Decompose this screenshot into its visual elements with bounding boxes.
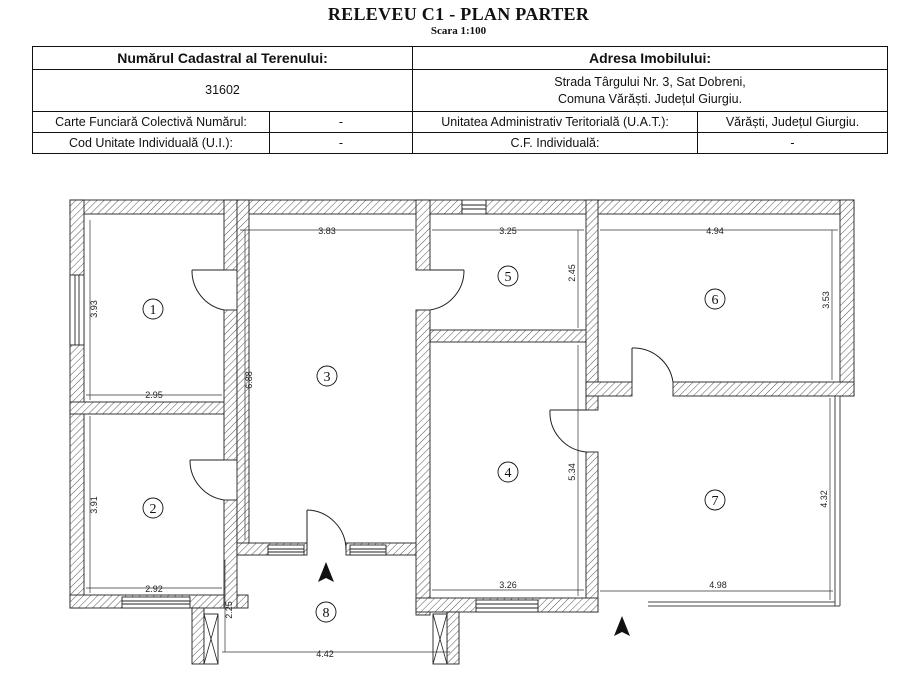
room-8-number: 8 (323, 606, 330, 621)
window-bottom-room-4 (475, 599, 539, 613)
wall-v-a-top (223, 199, 238, 271)
uat-value: Vărăști, Județul Giurgiu. (697, 111, 889, 133)
room-1-circle (142, 298, 164, 320)
entrance-arrow-icon (318, 562, 334, 582)
room-6-number: 6 (712, 293, 719, 308)
dim-room-4-width: 3.26 (499, 580, 517, 590)
dim-room-3-width: 3.83 (318, 226, 336, 236)
dim-room-1-width: 2.95 (145, 390, 163, 400)
room-5-circle (497, 265, 519, 287)
dim-room-6-width: 4.94 (706, 226, 724, 236)
cadastral-info-table: Numărul Cadastral al Terenului: Adresa I… (31, 46, 889, 154)
room-4-number: 4 (505, 466, 512, 481)
door-room-4 (549, 409, 587, 453)
ui-code-value: - (268, 132, 414, 154)
wall-v-a-mid (223, 309, 238, 461)
room-3-circle (316, 365, 338, 387)
room-7-number: 7 (712, 494, 719, 509)
wall-8-left (191, 607, 205, 665)
door-room-1 (191, 269, 225, 311)
door-room-6-7 (631, 347, 674, 383)
room-7-terrace-edge (648, 396, 841, 607)
dim-room-2-width: 2.92 (145, 584, 163, 594)
room-2-circle (142, 497, 164, 519)
wall-6-bottom-left (585, 381, 633, 397)
wall-5-bottom (429, 329, 599, 343)
dim-room-7-height: 4.32 (819, 490, 829, 508)
wall-v-a-bottom (223, 499, 238, 609)
wall-8-right (446, 611, 460, 665)
dim-room-8-height: 2.25 (224, 601, 234, 619)
plan-title: RELEVEU C1 - PLAN PARTER (327, 4, 590, 24)
room-2-number: 2 (150, 502, 157, 517)
address-value: Strada Târgului Nr. 3, Sat Dobreni, Comun… (412, 69, 889, 112)
room-4-circle (497, 461, 519, 483)
dim-room-3-height: 6.88 (244, 371, 254, 389)
doors (189, 269, 674, 551)
window-8-crosses (203, 613, 448, 665)
room-7-circle (704, 489, 726, 511)
room-1-number: 1 (150, 303, 157, 318)
wall-1-2-divider (69, 401, 239, 415)
wall-v-c-top (415, 199, 431, 271)
cf-individuala-value: - (697, 132, 889, 154)
wall-6-bottom-right (672, 381, 855, 397)
dim-room-4-height: 5.34 (567, 463, 577, 481)
wall-top-right (485, 199, 855, 215)
dimension-lines (86, 220, 838, 653)
wall-v-d-bottom (585, 451, 599, 613)
door-room-5 (429, 269, 465, 311)
window-bottom-room-2 (121, 596, 191, 609)
wall-top-left (69, 199, 463, 215)
dim-room-8-width: 4.42 (316, 649, 334, 659)
dim-room-1-height: 3.93 (89, 300, 99, 318)
door-room-2 (189, 459, 225, 501)
wall-v-c-bottom (415, 309, 431, 616)
dim-room-5-height: 2.45 (567, 264, 577, 282)
door-entrance (306, 509, 347, 551)
dim-room-2-height: 3.91 (89, 496, 99, 514)
plan-scale: Scara 1:100 (430, 25, 487, 37)
window-hall-right (349, 544, 387, 556)
address-line-2: Comuna Vărăști. Județul Giurgiu. (557, 91, 743, 106)
window-left-room-1 (69, 274, 85, 346)
cf-individuala-label: C.F. Individuală: (412, 132, 699, 154)
room-8-circle (315, 601, 337, 623)
dim-room-7-width: 4.98 (709, 580, 727, 590)
wall-v-d-top (585, 199, 599, 411)
room-3-number: 3 (324, 370, 331, 385)
room-5-number: 5 (505, 270, 512, 285)
wall-right-upper (839, 199, 855, 397)
address-line-1: Strada Târgului Nr. 3, Sat Dobreni, (554, 74, 746, 89)
cf-colectiva-label: Carte Funciară Colectivă Numărul: (32, 111, 270, 133)
entrance-arrow-icon-terrace (614, 616, 630, 636)
dim-room-6-height: 3.53 (821, 291, 831, 309)
room-6-circle (704, 288, 726, 310)
dim-room-5-width: 3.25 (499, 226, 517, 236)
room-markers (142, 265, 726, 623)
window-top (461, 199, 487, 215)
window-hall-left (267, 544, 305, 556)
windows (69, 199, 539, 665)
